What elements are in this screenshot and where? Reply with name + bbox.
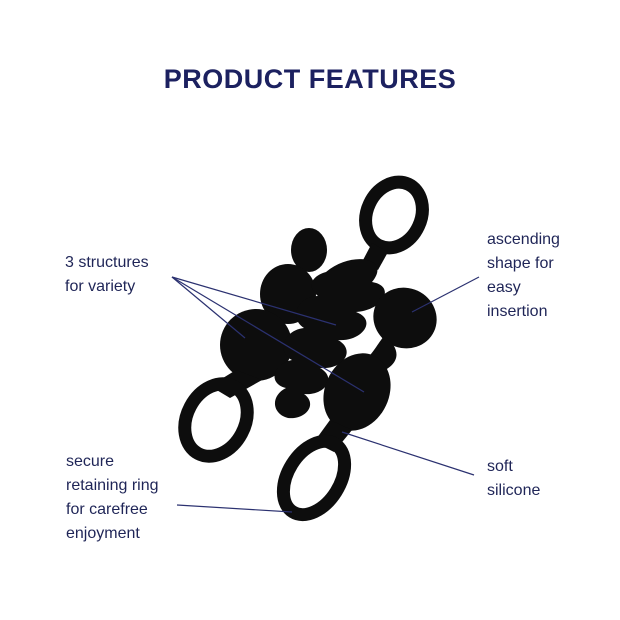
spiral-plug — [274, 175, 429, 419]
callout-ascending-line1: ascending — [487, 231, 560, 248]
ascending-plug — [276, 287, 437, 522]
callout-retaining-ring: secure retaining ring for carefree enjoy… — [66, 450, 159, 546]
leader-line-structures-3 — [171, 276, 365, 393]
callout-ascending-line3: easy — [487, 279, 521, 296]
callout-ascending-line4: insertion — [487, 303, 548, 320]
leader-line-ring — [176, 504, 293, 513]
callout-ring-line2: retaining ring — [66, 477, 159, 494]
leader-line-structures-2 — [171, 276, 246, 339]
leader-line-silicone — [341, 431, 475, 476]
page-title: PRODUCT FEATURES — [163, 64, 457, 94]
callout-structures-line1: 3 structures — [65, 254, 149, 271]
leader-line-structures-1 — [171, 276, 337, 326]
leader-lines — [171, 276, 480, 513]
callout-structures: 3 structures for variety — [65, 251, 149, 299]
callout-silicone-line1: soft — [487, 458, 513, 475]
callout-ascending-line2: shape for — [487, 255, 554, 272]
callout-silicone: soft silicone — [487, 455, 540, 503]
callout-silicone-line2: silicone — [487, 482, 541, 499]
callout-structures-line2: for variety — [65, 278, 136, 295]
callout-ring-line4: enjoyment — [66, 525, 140, 542]
callout-ring-line1: secure — [66, 453, 115, 470]
callout-ascending: ascending shape for easy insertion — [487, 228, 560, 324]
callout-ring-line3: for carefree — [66, 501, 148, 518]
leader-line-ascending — [411, 276, 480, 313]
